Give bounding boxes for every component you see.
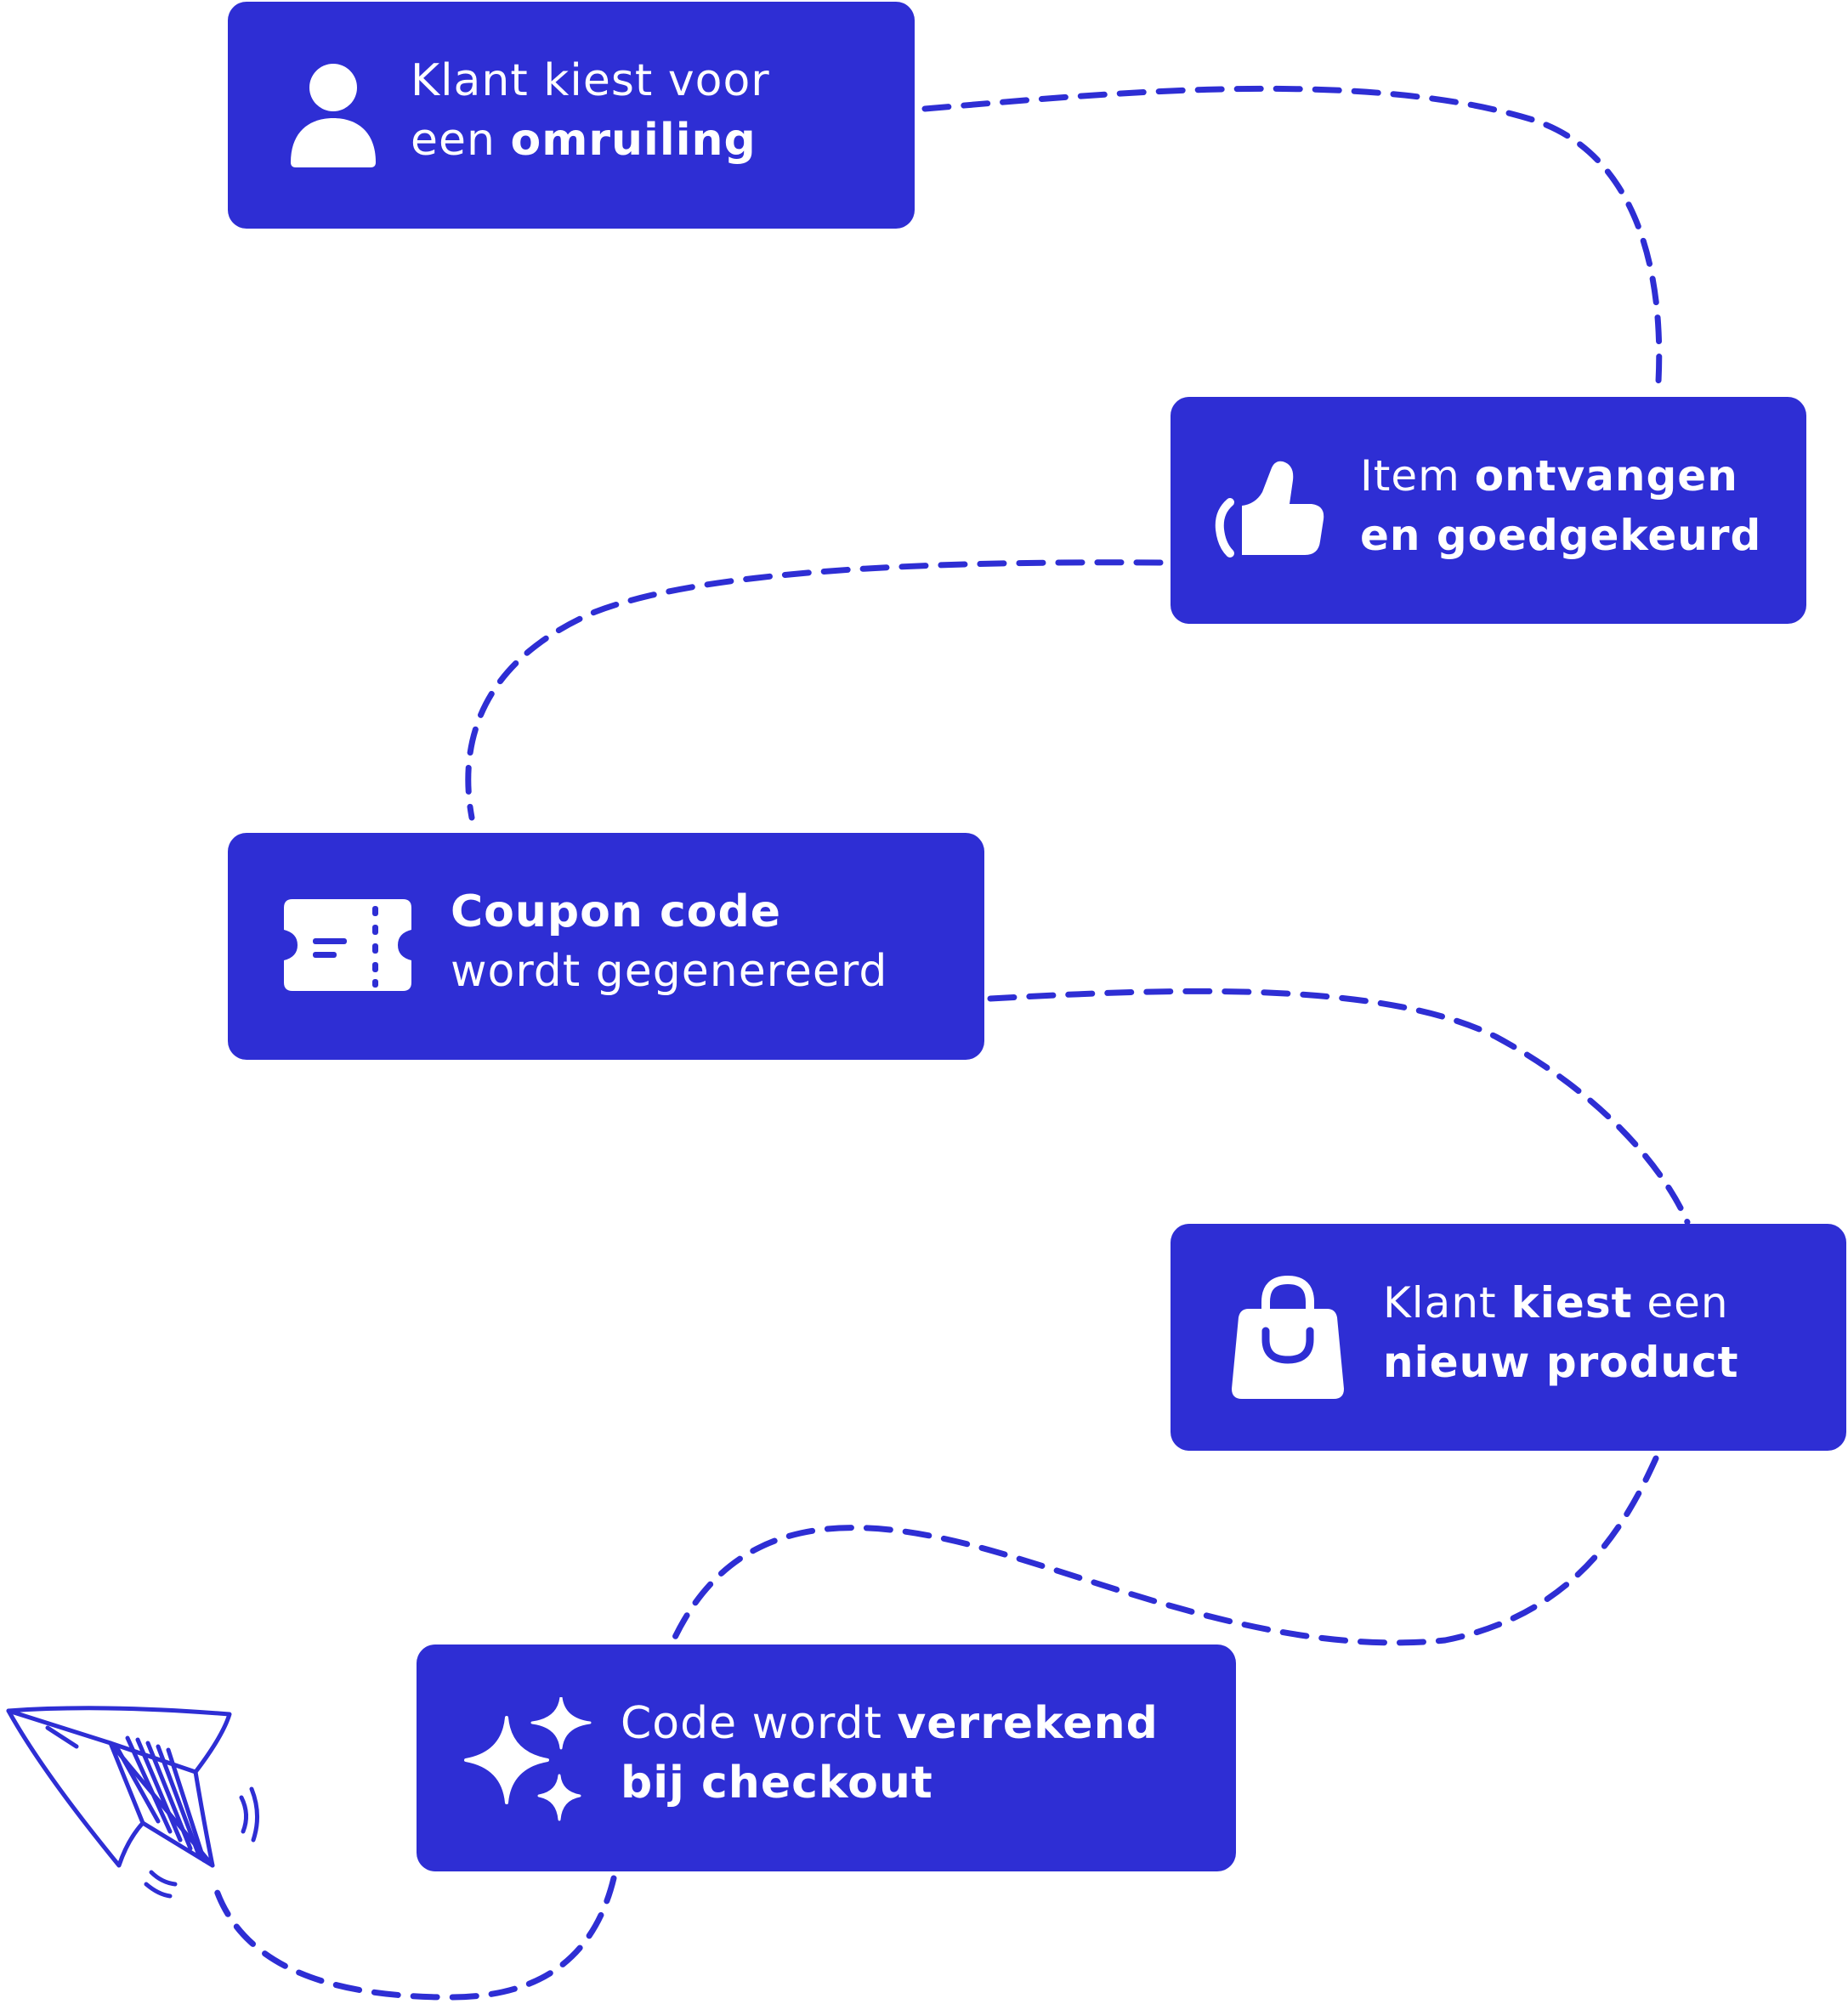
step-5-line-2-part-1: bij checkout bbox=[621, 1758, 933, 1809]
step-4-line-1: Klant kiest een bbox=[1383, 1273, 1739, 1333]
step-3-card: Coupon code wordt gegenereerd bbox=[228, 833, 984, 1060]
connector-5-plane bbox=[213, 1875, 617, 2001]
user-icon bbox=[291, 64, 376, 167]
step-1-card: Klant kiest voor een omruiling bbox=[228, 2, 915, 229]
step-4-label: Klant kiest een nieuw product bbox=[1383, 1273, 1739, 1392]
step-3-line-2-part-1: wordt gegenereerd bbox=[451, 946, 888, 997]
ticket-icon bbox=[284, 899, 411, 991]
step-1-line-2: een omruiling bbox=[411, 110, 770, 170]
step-5-card: Code wordt verrekend bij checkout bbox=[417, 1645, 1236, 1871]
paper-plane-icon bbox=[6, 1706, 259, 1899]
step-2-card: Item ontvangen en goedgekeurd bbox=[1171, 397, 1806, 624]
step-1-line-2-part-1: een bbox=[411, 115, 511, 166]
step-1-line-1-part-1: Klant kiest voor bbox=[411, 55, 770, 106]
step-2-label: Item ontvangen en goedgekeurd bbox=[1360, 446, 1761, 565]
sparkles-icon bbox=[464, 1697, 592, 1821]
connector-2-3 bbox=[465, 559, 1164, 821]
connector-1-2 bbox=[921, 85, 1663, 399]
step-1-label: Klant kiest voor een omruiling bbox=[411, 51, 770, 170]
step-4-line-2: nieuw product bbox=[1383, 1333, 1739, 1392]
shopping-bag-icon bbox=[1232, 1275, 1344, 1399]
step-3-line-1-part-1: Coupon code bbox=[451, 886, 782, 937]
step-5-line-1-part-2: verrekend bbox=[897, 1698, 1159, 1749]
step-5-line-1: Code wordt verrekend bbox=[621, 1694, 1159, 1753]
thumbs-up-icon bbox=[1215, 461, 1324, 558]
step-3-label: Coupon code wordt gegenereerd bbox=[451, 882, 887, 1001]
step-2-line-1: Item ontvangen bbox=[1360, 446, 1761, 506]
step-3-line-2: wordt gegenereerd bbox=[451, 942, 887, 1001]
step-3-line-1: Coupon code bbox=[451, 882, 887, 942]
step-4-line-1-part-1: Klant bbox=[1383, 1278, 1511, 1328]
step-4-line-1-part-3: een bbox=[1632, 1278, 1729, 1328]
step-2-line-1-part-2: ontvangen bbox=[1474, 451, 1738, 501]
step-4-line-1-part-2: kiest bbox=[1511, 1278, 1633, 1328]
step-4-line-2-part-1: nieuw product bbox=[1383, 1338, 1739, 1387]
step-4-card: Klant kiest een nieuw product bbox=[1171, 1224, 1846, 1451]
connector-3-4 bbox=[987, 988, 1691, 1226]
connector-4-5 bbox=[668, 1455, 1659, 1648]
step-2-line-2-part-1: en goedgekeurd bbox=[1360, 511, 1762, 560]
step-5-line-2: bij checkout bbox=[621, 1753, 1159, 1813]
step-2-line-1-part-1: Item bbox=[1360, 451, 1475, 501]
step-2-line-2: en goedgekeurd bbox=[1360, 506, 1761, 565]
step-5-line-1-part-1: Code wordt bbox=[621, 1698, 898, 1749]
step-1-line-1: Klant kiest voor bbox=[411, 51, 770, 110]
step-5-label: Code wordt verrekend bij checkout bbox=[621, 1694, 1159, 1813]
step-1-line-2-part-2: omruiling bbox=[510, 115, 757, 166]
